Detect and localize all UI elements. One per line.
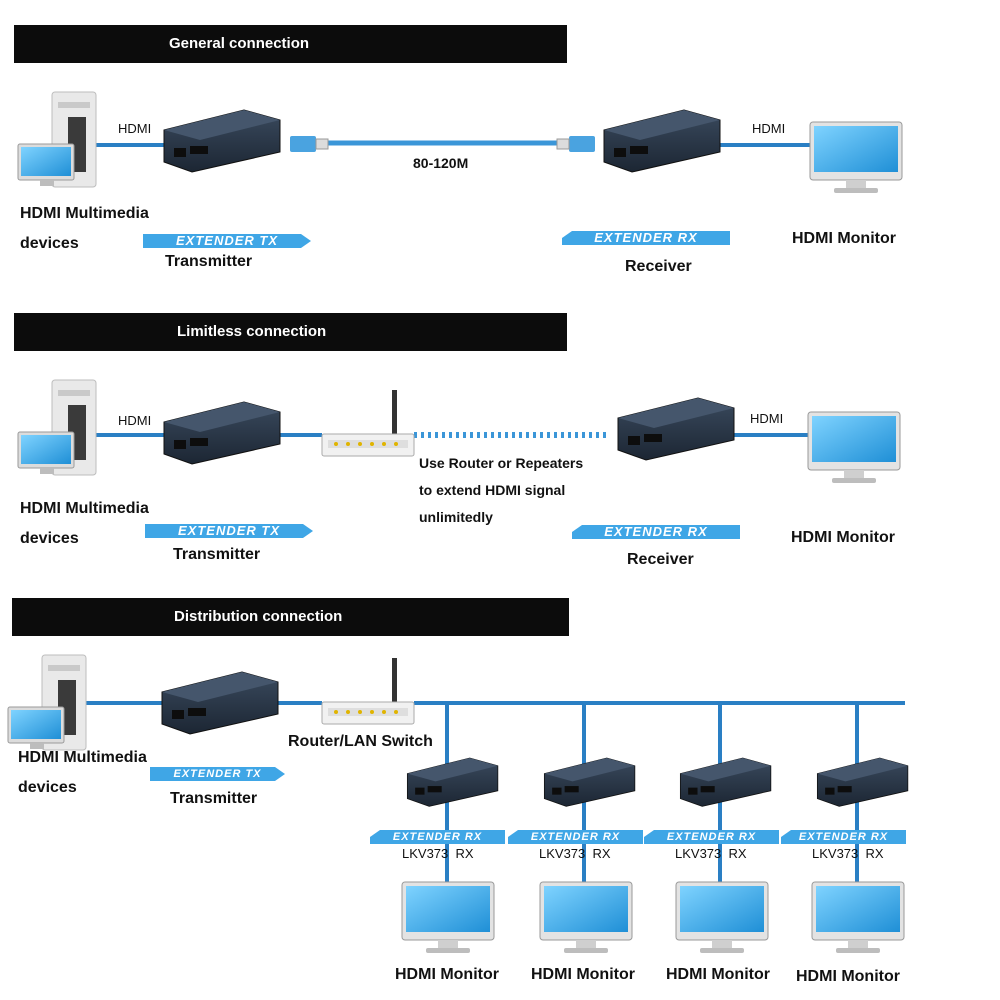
rx-model-label: LKV373 RX	[675, 846, 747, 861]
source-label-line2: devices	[20, 530, 79, 547]
section-title: Limitless connection	[177, 323, 327, 340]
section-banner-distribution: Distribution connection	[12, 598, 569, 636]
transmitter-label: Transmitter	[173, 546, 261, 563]
monitor-icon	[809, 121, 903, 194]
monitor-label: HDMI Monitor	[796, 968, 900, 985]
router-note-line1: Use Router or Repeaters	[419, 455, 584, 471]
router-switch-label: Router/LAN Switch	[288, 733, 433, 750]
router-note-line3: unlimitedly	[419, 509, 493, 525]
receiver-device-icon	[816, 757, 909, 807]
router-icon	[321, 389, 415, 457]
monitor-label: HDMI Monitor	[792, 230, 896, 247]
pc-icon	[17, 91, 97, 188]
source-label-line2: devices	[20, 235, 79, 252]
monitor-label: HDMI Monitor	[791, 529, 895, 546]
rx-model-label: LKV373 RX	[812, 846, 884, 861]
source-label-line1: HDMI Multimedia	[20, 205, 149, 222]
extender-rx-tag: EXTENDER RX	[562, 231, 730, 245]
limitless-section	[17, 379, 901, 484]
pc-icon	[7, 654, 87, 751]
router-note-line2: to extend HDMI signal	[419, 482, 566, 498]
pc-icon	[17, 379, 97, 476]
receiver-label: Receiver	[625, 258, 692, 275]
monitor-label: HDMI Monitor	[395, 966, 499, 983]
rx-suffix: RX	[592, 846, 611, 861]
rj45-plug-icon	[289, 135, 329, 153]
monitor-label: HDMI Monitor	[666, 966, 770, 983]
source-label-line2: devices	[18, 779, 77, 796]
extender-rx-tag: EXTENDER RX	[370, 830, 505, 844]
extender-rx-tag: EXTENDER RX	[508, 830, 643, 844]
receiver-device-icon	[679, 757, 772, 807]
transmitter-label: Transmitter	[165, 253, 253, 270]
monitor-icon	[401, 881, 495, 954]
transmitter-device-icon	[163, 109, 281, 173]
hdmi-label: HDMI	[118, 121, 152, 136]
section-banner-general: General connection	[14, 25, 567, 63]
monitor-icon	[807, 411, 901, 484]
rj45-plug-icon	[556, 135, 596, 153]
extender-tx-tag: EXTENDER TX	[145, 524, 313, 538]
extender-rx-tag: EXTENDER RX	[572, 525, 740, 539]
source-label-line1: HDMI Multimedia	[18, 749, 147, 766]
distance-label: 80-120M	[413, 155, 469, 171]
rx-model: LKV373	[402, 846, 449, 861]
transmitter-label: Transmitter	[170, 790, 258, 807]
receiver-device-icon	[603, 109, 721, 173]
rx-suffix: RX	[455, 846, 474, 861]
rx-suffix: RX	[728, 846, 747, 861]
extender-tx-tag: EXTENDER TX	[143, 234, 311, 248]
rx-model-label: LKV373 RX	[539, 846, 611, 861]
receiver-label: Receiver	[627, 551, 694, 568]
receiver-device-icon	[617, 397, 735, 461]
hdmi-label: HDMI	[118, 413, 152, 428]
distribution-section	[7, 654, 909, 954]
extender-rx-tag: EXTENDER RX	[644, 830, 779, 844]
extender-tx-tag: EXTENDER TX	[150, 767, 285, 781]
monitor-icon	[811, 881, 905, 954]
source-label-line1: HDMI Multimedia	[20, 500, 149, 517]
hdmi-label: HDMI	[750, 411, 784, 426]
section-title: Distribution connection	[174, 608, 343, 625]
rx-suffix: RX	[865, 846, 884, 861]
section-title: General connection	[169, 35, 310, 52]
monitor-icon	[539, 881, 633, 954]
rx-model-label: LKV373 RX	[402, 846, 474, 861]
section-banner-limitless: Limitless connection	[14, 313, 567, 351]
monitor-label: HDMI Monitor	[531, 966, 635, 983]
rx-model: LKV373	[539, 846, 586, 861]
general-section	[17, 91, 903, 194]
receiver-device-icon	[543, 757, 636, 807]
rx-model: LKV373	[675, 846, 722, 861]
rx-model: LKV373	[812, 846, 859, 861]
hdmi-label: HDMI	[752, 121, 786, 136]
transmitter-device-icon	[161, 671, 279, 735]
receiver-device-icon	[406, 757, 499, 807]
transmitter-device-icon	[163, 401, 281, 465]
extender-rx-tag: EXTENDER RX	[781, 830, 906, 844]
router-icon	[321, 657, 415, 725]
monitor-icon	[675, 881, 769, 954]
